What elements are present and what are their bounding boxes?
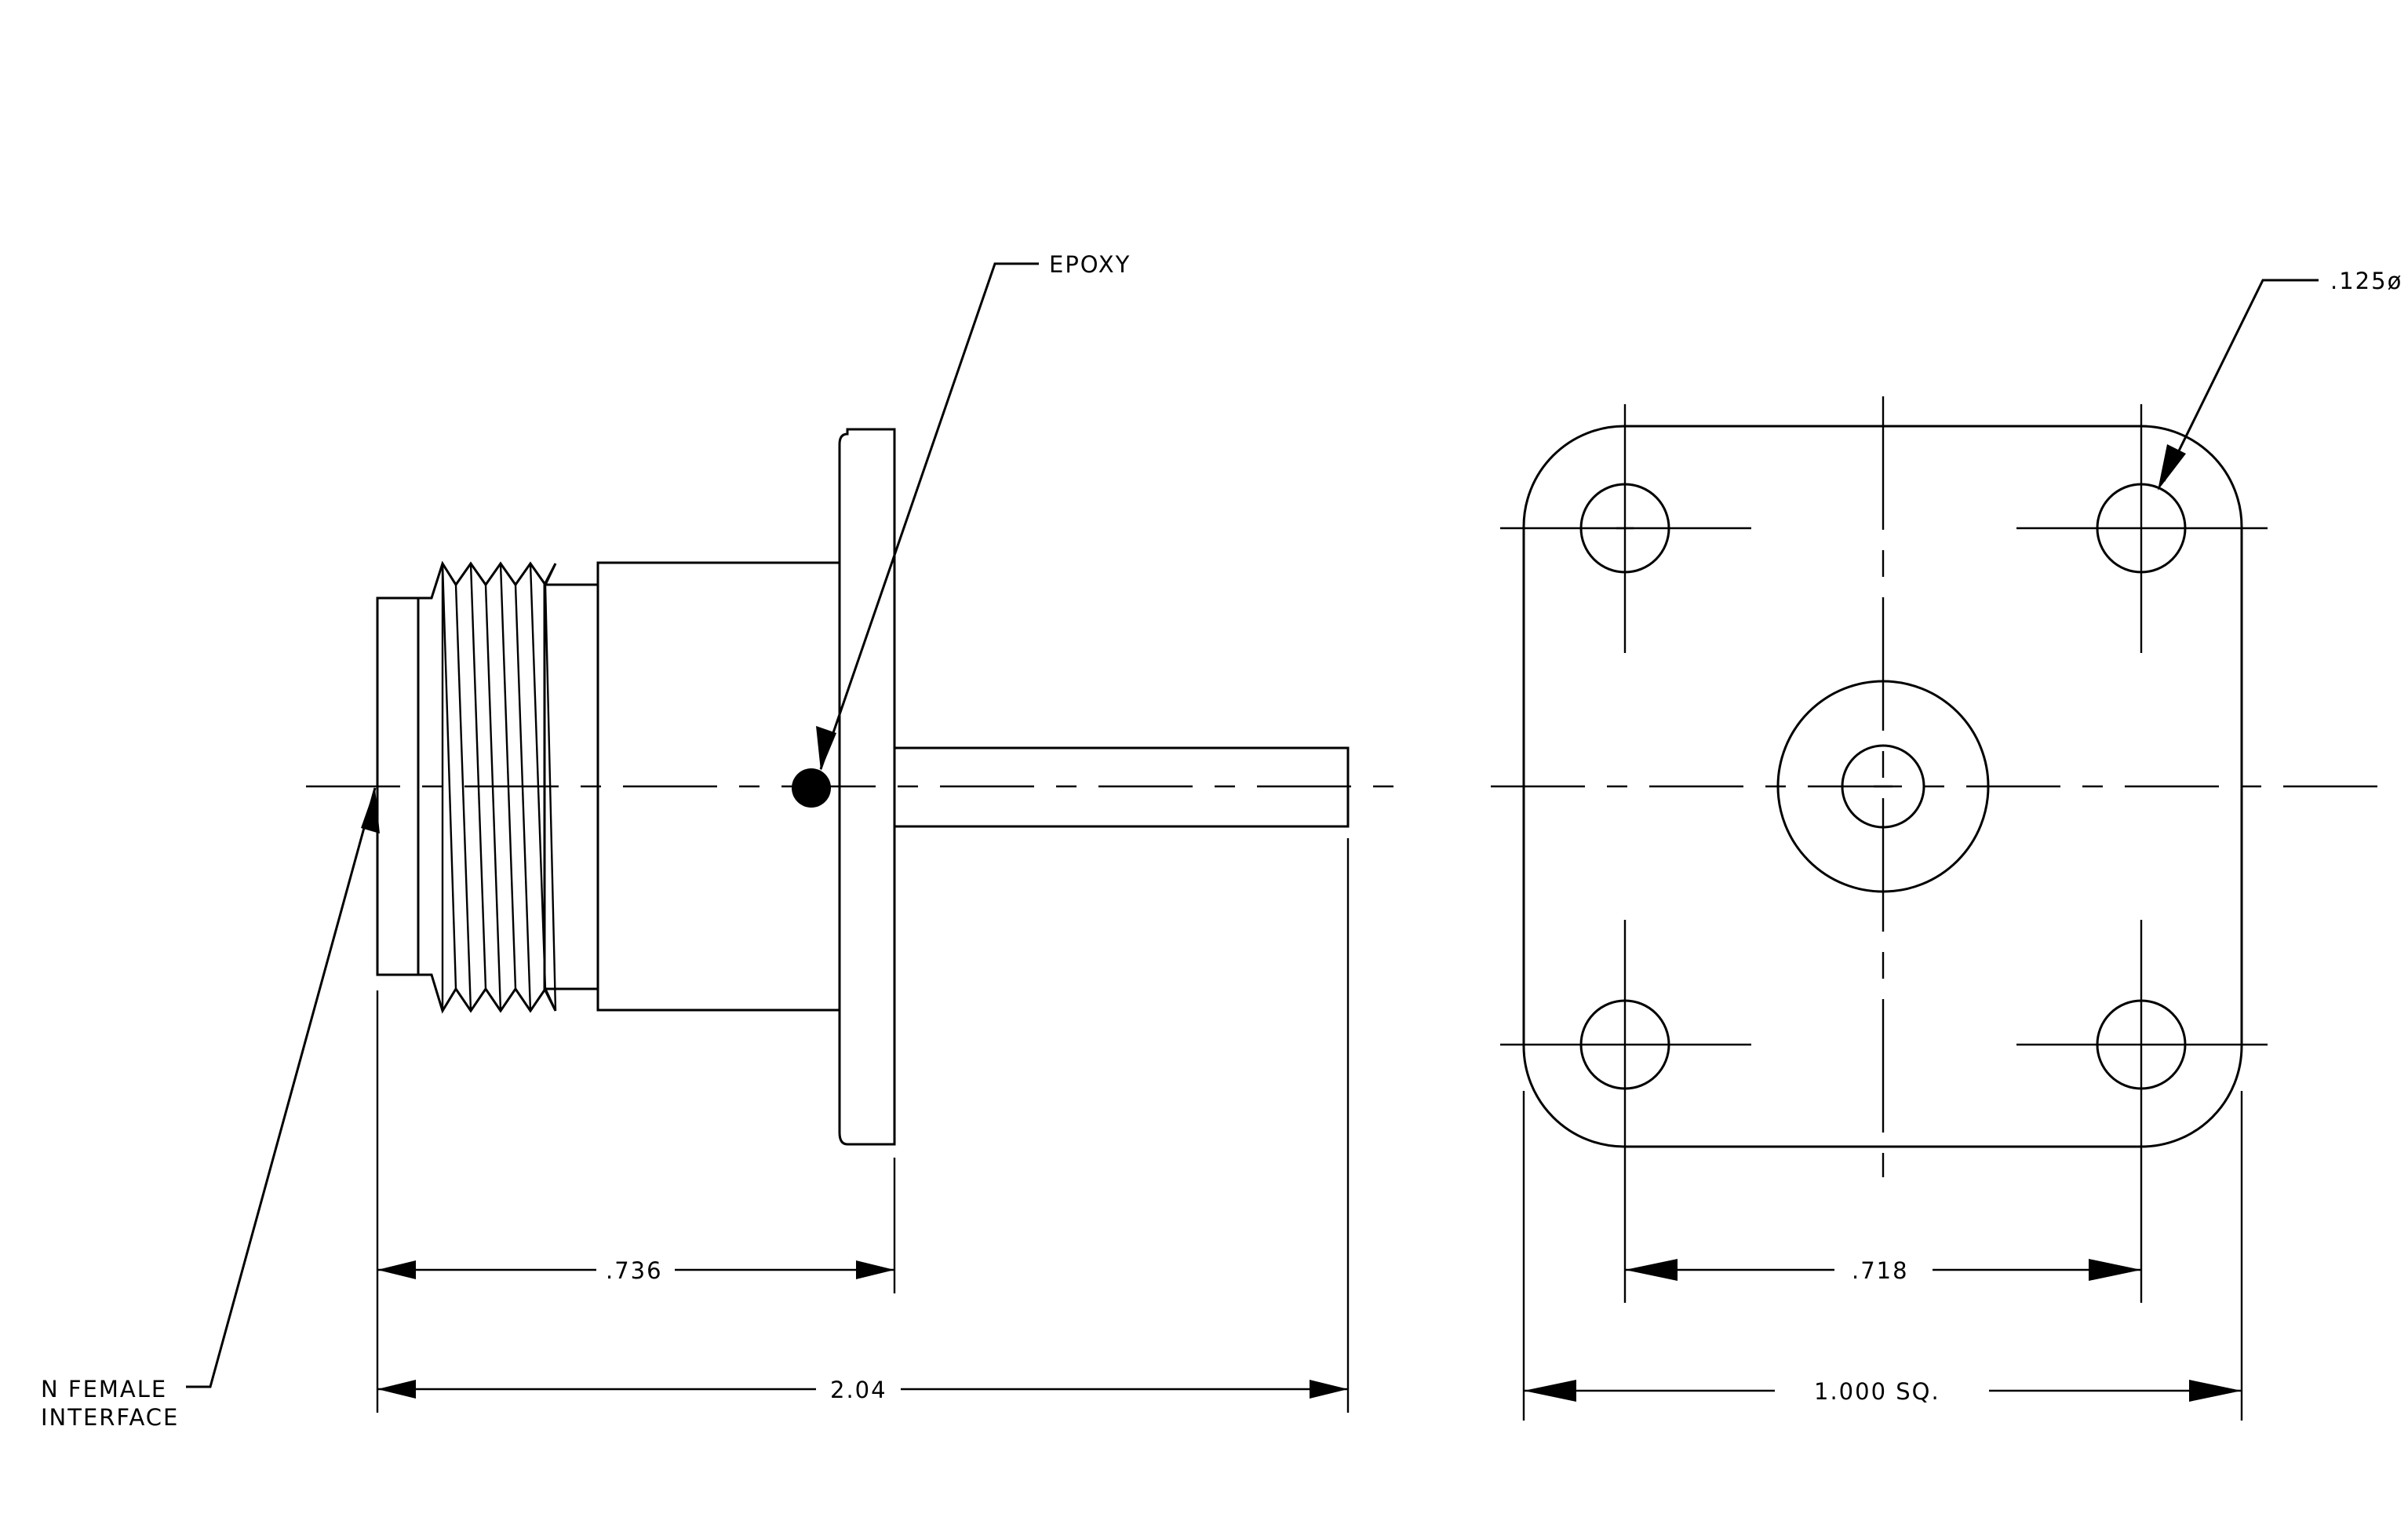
thread-outline-top	[418, 560, 557, 600]
n-female-label-line1: N FEMALE	[41, 1376, 167, 1402]
mounting-hole-bottom-left	[1500, 920, 1751, 1303]
mounting-hole-bottom-right	[2016, 920, 2268, 1303]
dim-square-label: 1.000 SQ.	[1814, 1378, 1940, 1405]
n-female-label-line2: INTERFACE	[41, 1404, 179, 1431]
front-view: .125ø .718 1.000 SQ.	[1491, 268, 2403, 1421]
dim-hole-spacing: .718	[1625, 1257, 2141, 1284]
dim-overall-label: 2.04	[830, 1377, 887, 1403]
epoxy-label: EPOXY	[1049, 251, 1131, 278]
dim-flange-label: .736	[606, 1257, 663, 1284]
mounting-hole-top-right	[2016, 404, 2268, 653]
dim-hole-spacing-label: .718	[1852, 1257, 1909, 1284]
n-female-leader	[186, 787, 377, 1388]
epoxy-arrowhead	[816, 726, 836, 771]
dim-flange: .736	[377, 1257, 894, 1284]
dielectric-ring	[1776, 680, 1990, 893]
epoxy-dot	[792, 768, 831, 808]
thread-helix	[441, 563, 557, 1012]
dim-square: 1.000 SQ.	[1524, 1378, 2242, 1405]
flange	[838, 428, 896, 1146]
center-contact	[1841, 744, 1925, 829]
rear-pin	[893, 746, 1350, 828]
side-view: EPOXY N FEMALE INTERFACE .736 2.04	[41, 251, 1404, 1431]
epoxy-leader	[819, 262, 1039, 770]
hole-diameter-label: .125ø	[2330, 268, 2403, 294]
thread-outline-bottom	[418, 973, 557, 1014]
mounting-hole-top-left	[1500, 404, 1751, 653]
hole-diameter-leader	[2162, 279, 2319, 482]
n-female-arrowhead	[361, 788, 380, 833]
hole-diameter-arrowhead	[2158, 444, 2186, 491]
dim-overall: 2.04	[377, 1377, 1348, 1403]
